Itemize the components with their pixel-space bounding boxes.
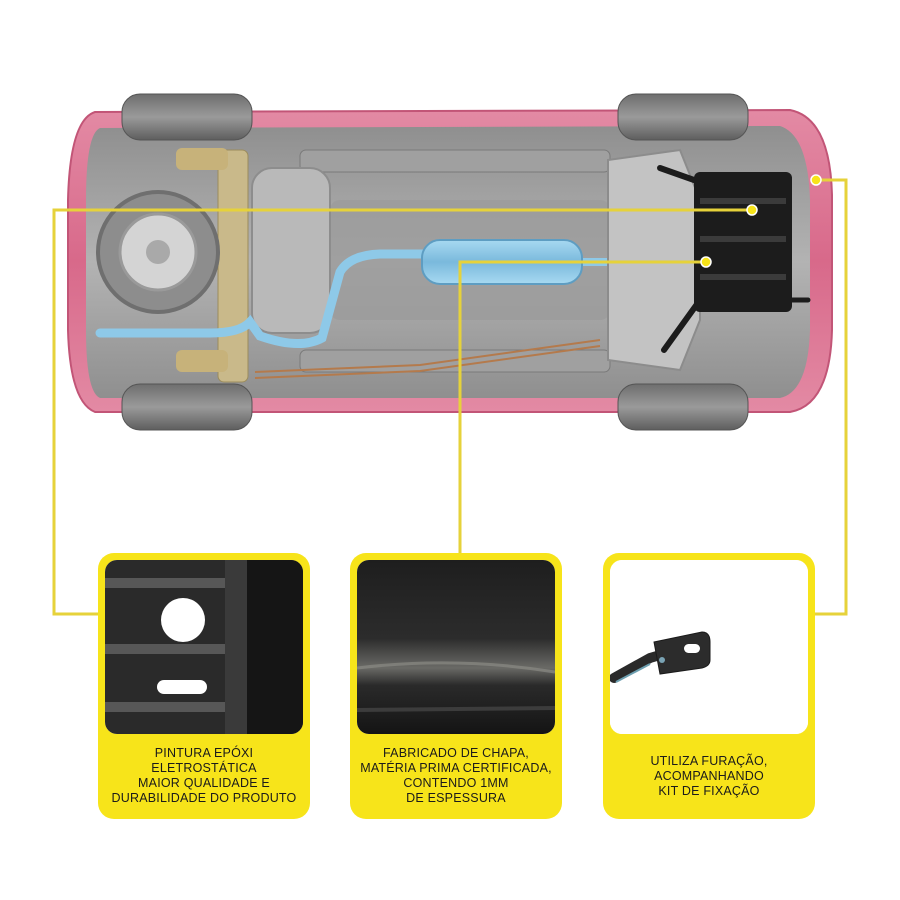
tire-front-bottom	[617, 383, 749, 431]
steel-sheet-icon	[357, 560, 555, 734]
skid-plate-rib-3	[700, 274, 786, 280]
fuel-line	[254, 339, 601, 373]
skid-plate-rib-2	[700, 236, 786, 242]
connector-line-1	[52, 208, 752, 616]
left-rail	[299, 149, 611, 173]
front-subframe	[607, 148, 701, 372]
caption-line: FABRICADO DE CHAPA,	[383, 746, 529, 760]
spare-hub	[146, 240, 170, 264]
exhaust-pipe	[95, 249, 435, 349]
tire-front-top	[617, 93, 749, 141]
caption-line: ACOMPANHANDO	[654, 768, 764, 783]
caption-line: MATÉRIA PRIMA CERTIFICADA,	[360, 761, 552, 775]
tire-rear-top	[121, 93, 253, 141]
epoxy-paint-photo	[105, 560, 303, 734]
fuel-tank	[251, 167, 331, 334]
sheet-thickness-caption: FABRICADO DE CHAPA, MATÉRIA PRIMA CERTIF…	[354, 741, 558, 811]
caption-line: PINTURA EPÓXI	[154, 746, 254, 760]
painted-plate-icon	[105, 560, 303, 734]
mounting-kit-caption: UTILIZA FURAÇÃO, ACOMPANHANDO KIT DE FIX…	[607, 741, 811, 811]
connector-dot-3	[810, 174, 822, 186]
connector-line-2	[458, 260, 706, 553]
bracket-slot	[684, 644, 700, 653]
steel-sheet-photo	[357, 560, 555, 734]
caption-line: DE ESPESSURA	[406, 791, 506, 805]
connector-dot-1	[746, 204, 758, 216]
skid-plate-rib-1	[700, 198, 786, 204]
mounting-bracket-photo	[610, 560, 808, 734]
mounting-bracket-icon	[610, 560, 808, 734]
caption-line: MAIOR QUALIDADE E	[138, 776, 270, 790]
epoxy-paint-caption: PINTURA EPÓXI ELETROSTÁTICA MAIOR QUALID…	[102, 741, 306, 811]
bracket-plate	[653, 631, 711, 675]
feature-card-epoxy-paint: PINTURA EPÓXI ELETROSTÁTICA MAIOR QUALID…	[98, 553, 310, 819]
callout-connectors	[52, 178, 848, 616]
skid-plate	[657, 165, 811, 353]
fuel-line-2	[254, 345, 601, 379]
caption-line: DURABILIDADE DO PRODUTO	[111, 791, 297, 805]
feature-card-mounting-kit: UTILIZA FURAÇÃO, ACOMPANHANDO KIT DE FIX…	[603, 553, 815, 819]
tire-rear-bottom	[121, 383, 253, 431]
caption-line: UTILIZA FURAÇÃO,	[650, 753, 768, 768]
rear-axle	[217, 149, 249, 383]
car-underside	[67, 93, 833, 431]
caption-line: ELETROSTÁTICA	[151, 761, 257, 775]
plate-round-hole	[161, 598, 205, 642]
connector-dot-2	[700, 256, 712, 268]
plate-slot-hole	[157, 680, 207, 694]
feature-card-sheet-thickness: FABRICADO DE CHAPA, MATÉRIA PRIMA CERTIF…	[350, 553, 562, 819]
caption-line: CONTENDO 1MM	[403, 776, 509, 790]
rear-spring-top	[176, 148, 228, 170]
rear-spring-bottom	[176, 350, 228, 372]
caption-line: KIT DE FIXAÇÃO	[658, 783, 760, 798]
skid-plate-arm-bottom	[661, 297, 703, 353]
connector-line-3	[815, 178, 848, 616]
skid-plate-arm-top	[657, 165, 697, 183]
